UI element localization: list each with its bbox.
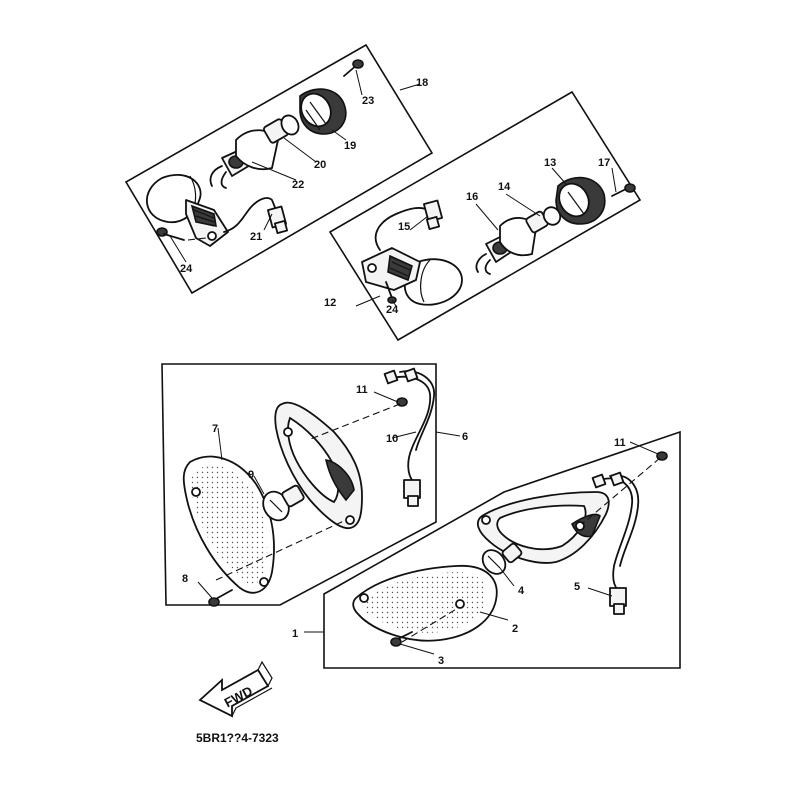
callout-8: 8 <box>182 573 188 585</box>
callout-19: 19 <box>344 140 356 152</box>
wire-connector-10 <box>383 367 421 507</box>
callout-16: 16 <box>466 191 478 203</box>
front-signal-lens-2 <box>352 565 498 642</box>
callout-12: 12 <box>324 297 336 309</box>
signal-stem-rear-right <box>361 247 421 291</box>
assembly-panel-6 <box>161 363 437 606</box>
bulb-14 <box>525 206 562 234</box>
callout-18: 18 <box>416 77 428 89</box>
wire-connector-15 <box>423 199 443 231</box>
callout-21: 21 <box>250 231 262 243</box>
callout-13: 13 <box>544 157 556 169</box>
gasket-16 <box>499 217 537 257</box>
bulb-4 <box>481 542 523 575</box>
callout-11-a: 11 <box>356 384 368 396</box>
bulb-20 <box>263 114 300 144</box>
signal-wire-15 <box>374 207 429 251</box>
lens-rim-13 <box>555 176 606 225</box>
callout-15: 15 <box>398 221 410 233</box>
lens-rim-19 <box>299 88 347 135</box>
screw-8 <box>208 589 233 607</box>
callout-5: 5 <box>574 581 580 593</box>
front-signal-lens-7 <box>182 455 275 594</box>
screw-24-rear-left <box>156 227 185 241</box>
callout-20: 20 <box>314 159 326 171</box>
front-signal-housing-1 <box>476 491 610 564</box>
callout-4: 4 <box>518 585 525 597</box>
callout-24-a: 24 <box>180 263 193 275</box>
callout-1: 1 <box>292 628 298 640</box>
wire-connector-21 <box>267 205 289 235</box>
callout-22: 22 <box>292 179 304 191</box>
callout-11-b: 11 <box>614 437 626 449</box>
signal-stem-rear-left <box>185 199 229 247</box>
callout-3: 3 <box>438 655 444 667</box>
callout-6: 6 <box>462 431 468 443</box>
bulb-9 <box>262 484 305 522</box>
callout-9: 9 <box>248 469 254 481</box>
forward-direction-arrow: FWD <box>198 660 273 718</box>
gasket-20 <box>235 129 279 171</box>
callout-17: 17 <box>598 157 610 169</box>
wire-harness-5 <box>599 477 633 591</box>
assembly-panel-18 <box>124 43 434 295</box>
callout-23: 23 <box>362 95 374 107</box>
callout-2: 2 <box>512 623 518 635</box>
front-signal-housing-6 <box>274 401 363 529</box>
wire-harness-10 <box>391 375 431 481</box>
callout-10: 10 <box>386 433 398 445</box>
screw-17 <box>611 183 636 197</box>
callout-24-b: 24 <box>386 304 399 316</box>
callout-14: 14 <box>498 181 511 193</box>
screw-23 <box>343 59 364 77</box>
diagram-code: 5BR1??4-7323 <box>196 731 279 745</box>
signal-wire-21 <box>223 197 277 233</box>
assembly-panel-12 <box>328 90 642 342</box>
wire-connector-5 <box>591 471 627 615</box>
screw-3 <box>390 631 413 647</box>
assembly-panel-1 <box>323 430 681 669</box>
callout-7: 7 <box>212 423 218 435</box>
